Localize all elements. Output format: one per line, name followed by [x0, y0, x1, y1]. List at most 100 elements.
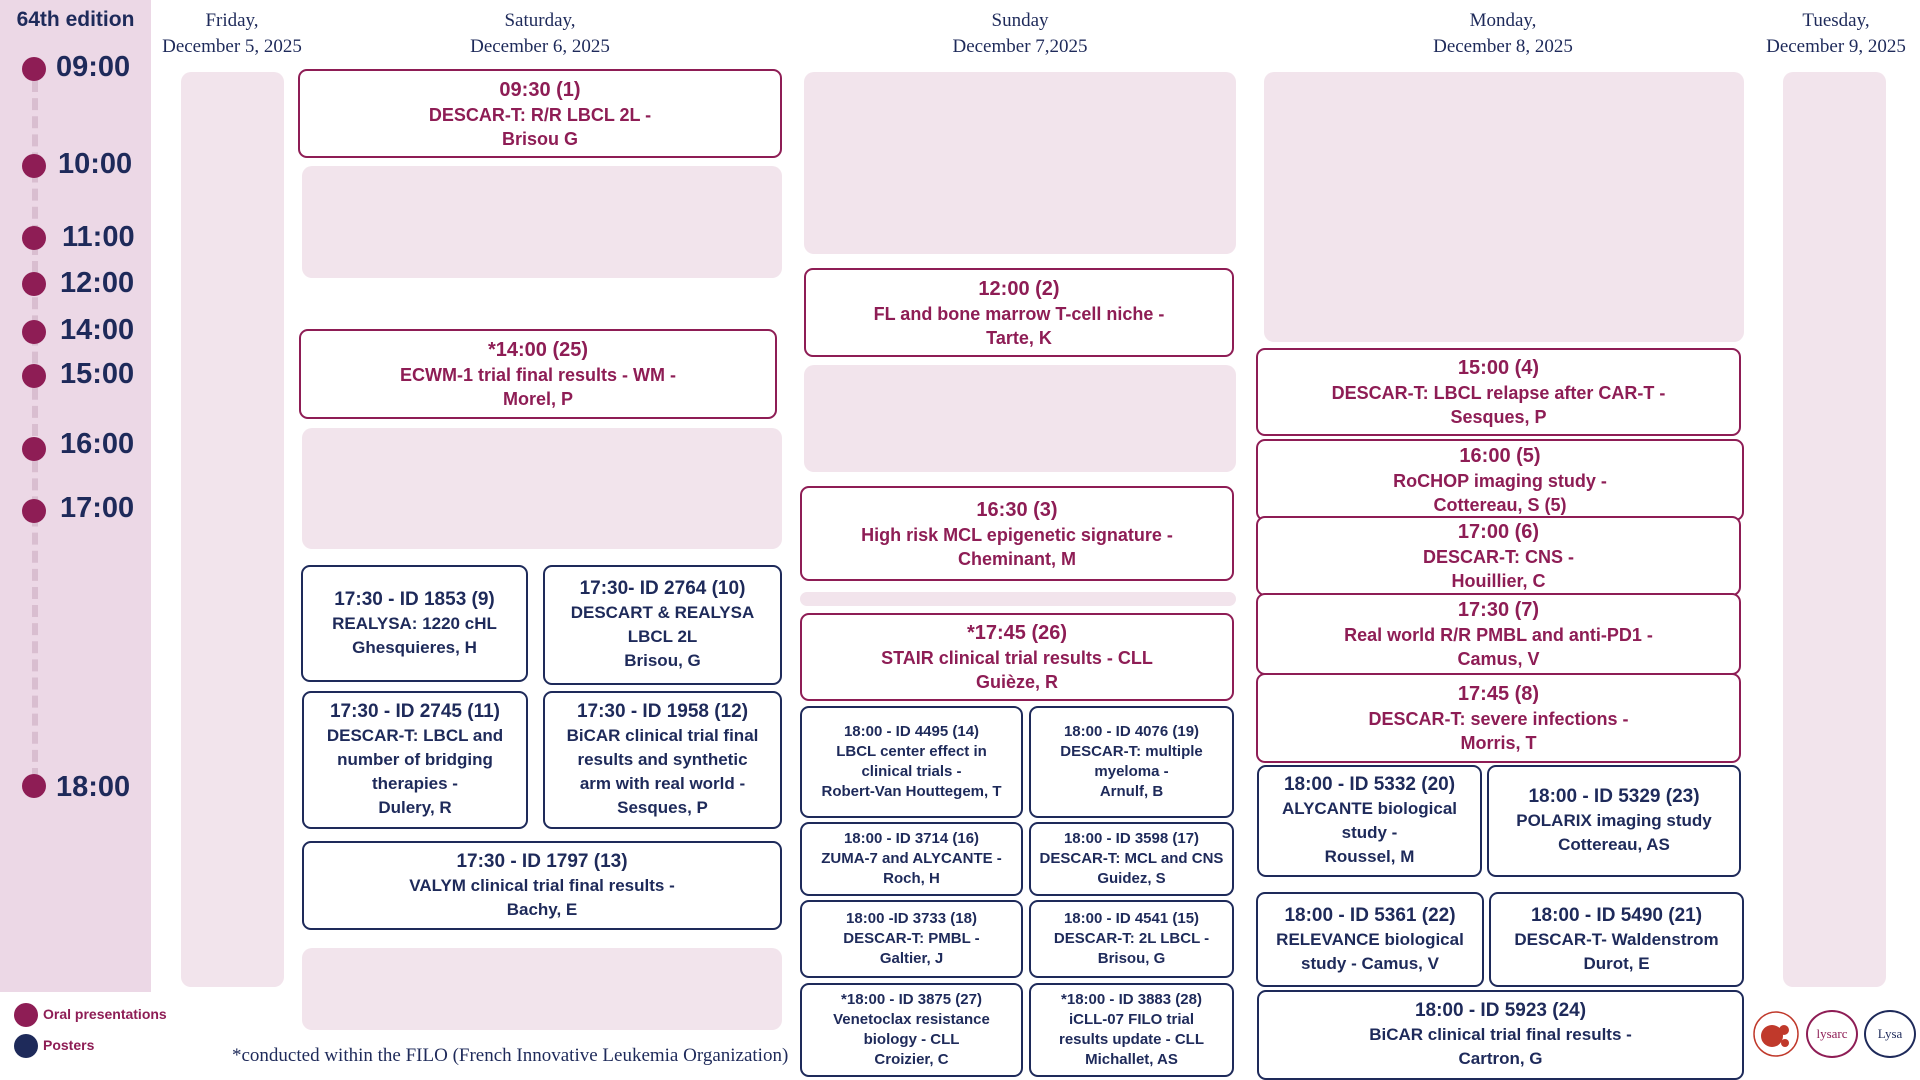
friday-column	[181, 72, 284, 987]
session-card-15[interactable]: 18:00 - ID 4541 (15) DESCAR-T: 2L LBCL -…	[1029, 900, 1234, 978]
session-card-21[interactable]: 18:00 - ID 5490 (21) DESCAR-T- Waldenstr…	[1489, 892, 1744, 987]
session-card-20[interactable]: 18:00 - ID 5332 (20) ALYCANTE biological…	[1257, 765, 1482, 877]
session-speaker: Brisou, G	[1097, 950, 1166, 967]
empty-slot	[302, 166, 782, 278]
time-dot-icon	[22, 774, 46, 798]
time-label: 12:00	[60, 267, 135, 299]
lysarc-logo: lysarc	[1806, 1010, 1858, 1058]
session-card-28[interactable]: *18:00 - ID 3883 (28) iCLL-07 FILO trial…	[1029, 983, 1234, 1077]
poster-legend-label: Posters	[43, 1037, 95, 1053]
session-card-4[interactable]: 15:00 (4) DESCAR-T: LBCL relapse after C…	[1256, 348, 1741, 436]
poster-legend-dot-icon	[14, 1034, 38, 1058]
session-card-11[interactable]: 17:30 - ID 2745 (11) DESCAR-T: LBCL and …	[302, 691, 528, 829]
session-title: Real world R/R PMBL and anti-PD1 -	[1344, 625, 1653, 645]
society-logo-icon	[1752, 1010, 1800, 1058]
session-title: LBCL 2L	[627, 627, 698, 646]
session-speaker: study - Camus, V	[1301, 953, 1439, 973]
session-card-23[interactable]: 18:00 - ID 5329 (23) POLARIX imaging stu…	[1487, 765, 1741, 877]
session-time: 18:00 - ID 5490 (21)	[1530, 904, 1703, 926]
session-time: 18:00 -ID 3733 (18)	[846, 910, 977, 927]
session-card-19[interactable]: 18:00 - ID 4076 (19) DESCAR-T: multiple …	[1029, 706, 1234, 818]
session-title: number of bridging	[337, 750, 493, 769]
session-card-5[interactable]: 16:00 (5) RoCHOP imaging study - Cottere…	[1256, 439, 1744, 521]
session-title: DESCAR-T: R/R LBCL 2L -	[428, 104, 652, 125]
session-card-25[interactable]: *14:00 (25) ECWM-1 trial final results -…	[299, 329, 777, 419]
session-card-6[interactable]: 17:00 (6) DESCAR-T: CNS - Houillier, C	[1256, 516, 1741, 596]
session-speaker: Houillier, C	[1451, 571, 1546, 591]
session-card-27[interactable]: *18:00 - ID 3875 (27) Venetoclax resista…	[800, 983, 1023, 1077]
session-title: results and synthetic	[577, 750, 748, 769]
day-header-sunday: Sunday December 7,2025	[900, 8, 1140, 60]
session-speaker: Durot, E	[1583, 953, 1650, 973]
session-speaker: Morel, P	[502, 389, 573, 409]
day-date: December 6, 2025	[470, 36, 610, 57]
oral-legend-label: Oral presentations	[43, 1006, 167, 1022]
session-card-13[interactable]: 17:30 - ID 1797 (13) VALYM clinical tria…	[302, 841, 782, 930]
session-time: 18:00 - ID 5329 (23)	[1528, 786, 1700, 807]
session-card-16[interactable]: 18:00 - ID 3714 (16) ZUMA-7 and ALYCANTE…	[800, 822, 1023, 896]
session-card-9[interactable]: 17:30 - ID 1853 (9) REALYSA: 1220 cHL Gh…	[301, 565, 528, 682]
session-speaker: Brisou G	[501, 128, 578, 149]
empty-slot	[1264, 72, 1744, 342]
session-title: LBCL center effect in	[836, 743, 987, 760]
time-label: 14:00	[60, 314, 135, 346]
session-card-1[interactable]: 09:30 (1) DESCAR-T: R/R LBCL 2L - Brisou…	[298, 69, 782, 158]
empty-slot	[302, 948, 782, 1030]
timeline-dashed-line	[32, 80, 38, 780]
session-title: REALYSA: 1220 cHL	[332, 613, 497, 633]
session-card-8[interactable]: 17:45 (8) DESCAR-T: severe infections - …	[1256, 673, 1741, 763]
session-speaker: Morris, T	[1460, 733, 1537, 753]
empty-slot	[804, 72, 1236, 254]
session-title: RoCHOP imaging study -	[1393, 471, 1607, 491]
session-time: 16:00 (5)	[1459, 445, 1541, 467]
lysa-logo: Lysa	[1864, 1010, 1916, 1058]
session-speaker: Cartron, G	[1458, 1049, 1543, 1068]
time-label: 15:00	[60, 358, 135, 390]
session-card-10[interactable]: 17:30- ID 2764 (10) DESCART & REALYSA LB…	[543, 565, 782, 685]
session-speaker: Ghesquieres, H	[352, 637, 477, 657]
session-card-24[interactable]: 18:00 - ID 5923 (24) BiCAR clinical tria…	[1257, 990, 1744, 1080]
session-card-17[interactable]: 18:00 - ID 3598 (17) DESCAR-T: MCL and C…	[1029, 822, 1234, 896]
session-title: BiCAR clinical trial final	[566, 726, 759, 745]
session-speaker: Sesques, P	[617, 798, 708, 817]
session-time: 17:30- ID 2764 (10)	[579, 578, 746, 599]
time-label: 16:00	[60, 428, 135, 460]
session-title: iCLL-07 FILO trial	[1068, 1011, 1194, 1028]
day-date: December 8, 2025	[1433, 36, 1573, 57]
session-time: 17:45 (8)	[1457, 683, 1540, 705]
session-title: DESCAR-T: LBCL relapse after CAR-T -	[1331, 383, 1666, 403]
session-card-18[interactable]: 18:00 -ID 3733 (18) DESCAR-T: PMBL - Gal…	[800, 900, 1023, 978]
session-card-7[interactable]: 17:30 (7) Real world R/R PMBL and anti-P…	[1256, 593, 1741, 675]
session-speaker: Dulery, R	[378, 798, 452, 817]
session-title: STAIR clinical trial results - CLL	[881, 648, 1153, 668]
session-title: RELEVANCE biological	[1276, 929, 1464, 949]
session-speaker: Camus, V	[1457, 649, 1540, 669]
day-name: Sunday	[991, 10, 1049, 31]
session-card-22[interactable]: 18:00 - ID 5361 (22) RELEVANCE biologica…	[1256, 892, 1484, 987]
time-dot-icon	[22, 154, 46, 178]
session-speaker: Sesques, P	[1450, 407, 1547, 427]
session-title: Venetoclax resistance	[833, 1011, 990, 1028]
session-card-26[interactable]: *17:45 (26) STAIR clinical trial results…	[800, 613, 1234, 701]
time-dot-icon	[22, 499, 46, 523]
session-title: DESCAR-T: PMBL -	[843, 930, 980, 947]
session-title: DESCAR-T: severe infections -	[1368, 709, 1629, 729]
session-card-2[interactable]: 12:00 (2) FL and bone marrow T-cell nich…	[804, 268, 1234, 357]
session-title: DESCART & REALYSA	[570, 603, 755, 622]
session-time: 17:30 - ID 1853 (9)	[334, 588, 495, 610]
time-label: 11:00	[62, 221, 135, 253]
day-date: December 5, 2025	[162, 36, 302, 57]
session-time: 17:30 - ID 1958 (12)	[576, 701, 749, 722]
session-time: 09:30 (1)	[499, 78, 581, 101]
session-title: ALYCANTE biological	[1281, 799, 1458, 818]
day-header-friday: Friday, December 5, 2025	[152, 8, 312, 60]
empty-slot	[302, 428, 782, 549]
session-card-12[interactable]: 17:30 - ID 1958 (12) BiCAR clinical tria…	[543, 691, 782, 829]
day-name: Monday,	[1469, 10, 1537, 31]
session-card-14[interactable]: 18:00 - ID 4495 (14) LBCL center effect …	[800, 706, 1023, 818]
day-header-saturday: Saturday, December 6, 2025	[420, 8, 660, 60]
session-title: clinical trials -	[861, 763, 962, 780]
day-name: Friday,	[205, 10, 259, 31]
session-time: 17:30 (7)	[1457, 599, 1540, 621]
session-card-3[interactable]: 16:30 (3) High risk MCL epigenetic signa…	[800, 486, 1234, 581]
